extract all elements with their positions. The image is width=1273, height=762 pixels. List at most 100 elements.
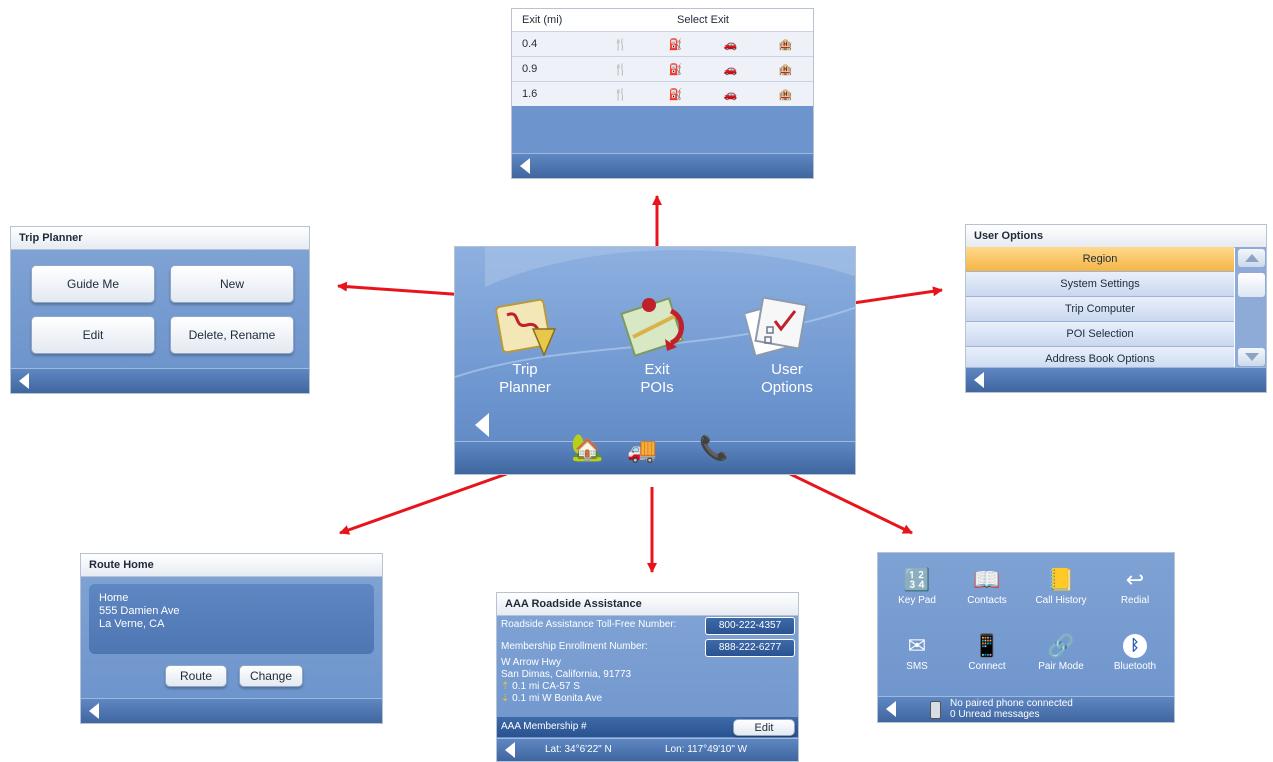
new-trip-button[interactable]: New [170,265,294,303]
food-icon[interactable]: 🍴 [613,63,628,76]
scrollbar[interactable] [1235,247,1266,369]
direction-text: 0.1 mi W Bonita Ave [512,693,603,704]
contacts-item[interactable]: 📖 Contacts [954,565,1020,606]
exit-distance: 0.9 [512,56,593,82]
item-label: Redial [1120,595,1150,606]
gas-icon[interactable]: ⛽ [668,63,683,76]
delete-rename-button[interactable]: Delete, Rename [170,316,294,354]
lodging-icon[interactable]: 🏨 [778,63,793,76]
trip-planner-label[interactable]: Trip Planner [477,361,573,397]
user-options-icon[interactable] [742,296,809,362]
phone-status: No paired phone connected 0 Unread messa… [950,698,1073,720]
label-line: POIs [640,379,674,396]
home-icon[interactable]: 🏡 [571,432,604,462]
user-options-label[interactable]: User Options [739,361,835,397]
status-line: 0 Unread messages [950,709,1040,720]
item-label: Call History [1035,595,1087,606]
keypad-icon: 🔢 [903,567,931,592]
pair-mode-item[interactable]: 🔗 Pair Mode [1028,631,1094,672]
back-arrow-icon[interactable] [520,158,530,174]
food-icon[interactable]: 🍴 [613,88,628,101]
address-city: La Verne, CA [99,618,165,630]
table-row[interactable]: 0.9 🍴 ⛽ 🚗 🏨 [512,56,813,82]
scroll-thumb[interactable] [1238,273,1265,297]
change-button[interactable]: Change [239,665,303,687]
table-row[interactable]: 0.4 🍴 ⛽ 🚗 🏨 [512,31,813,57]
car-icon[interactable]: 🚗 [723,63,738,76]
back-arrow-icon[interactable] [19,373,29,389]
phone-status-icon [930,701,941,719]
option-trip-computer[interactable]: Trip Computer [966,297,1234,322]
exit-pois-panel: Exit (mi) Select Exit 0.4 🍴 ⛽ 🚗 🏨 0.9 🍴 … [511,8,814,179]
connect-icon: 📱 [973,633,1001,658]
exit-pois-label[interactable]: Exit POIs [609,361,705,397]
main-bottom-bar: 🏡 🚚 📞 [455,432,855,474]
lodging-icon[interactable]: 🏨 [778,38,793,51]
trip-planner-icon[interactable] [493,295,559,364]
tow-truck-icon[interactable]: 🚚 [627,437,657,464]
sms-envelope-icon: ✉ [907,633,927,658]
tollfree-number-button[interactable]: 800-222-4357 [705,617,795,635]
exit-bottom-bar [512,153,813,178]
aaa-roadside-panel: AAA Roadside Assistance Roadside Assista… [496,592,799,762]
option-poi-selection[interactable]: POI Selection [966,322,1234,347]
membership-field-row: AAA Membership # Edit [497,717,798,737]
status-line: No paired phone connected [950,698,1073,709]
lodging-icon[interactable]: 🏨 [778,88,793,101]
car-icon[interactable]: 🚗 [723,88,738,101]
back-arrow-icon[interactable] [475,413,489,437]
home-address-box: Home 555 Damien Ave La Verne, CA [89,584,374,654]
option-system-settings[interactable]: System Settings [966,272,1234,297]
edit-trip-button[interactable]: Edit [31,316,155,354]
phone-bottom-bar: No paired phone connected 0 Unread messa… [878,696,1174,722]
bluetooth-item[interactable]: ᛒ Bluetooth [1102,631,1168,672]
keypad-item[interactable]: 🔢 Key Pad [884,565,950,606]
trip-body: Guide Me New Edit Delete, Rename [11,250,309,371]
address-street: 555 Damien Ave [99,605,180,617]
back-arrow-icon[interactable] [505,742,515,758]
membership-number-button[interactable]: 888-222-6277 [705,639,795,657]
option-region[interactable]: Region [966,247,1234,272]
connect-item[interactable]: 📱 Connect [954,631,1020,672]
gas-icon[interactable]: ⛽ [668,88,683,101]
exit-pois-icon[interactable] [619,291,691,364]
item-label: Contacts [967,595,1007,606]
tollfree-label: Roadside Assistance Toll-Free Number: [501,619,677,630]
panel-title: Route Home [81,554,382,577]
longitude-readout: Lon: 117°49'10" W [665,744,748,755]
scroll-up-icon[interactable] [1238,249,1265,267]
edit-button[interactable]: Edit [733,719,795,736]
table-row[interactable]: 1.6 🍴 ⛽ 🚗 🏨 [512,81,813,106]
phone-icon[interactable]: 📞 [699,435,729,462]
direction-1: ⇡ 0.1 mi CA-57 S [501,681,580,692]
latitude-readout: Lat: 34°6'22" N [545,744,612,755]
address-name: Home [99,592,129,604]
car-icon[interactable]: 🚗 [723,38,738,51]
membership-label: Membership Enrollment Number: [501,641,648,652]
bluetooth-icon: ᛒ [1102,631,1168,661]
panel-title: User Options [966,225,1266,248]
scroll-down-icon[interactable] [1238,348,1265,366]
aaa-bottom-bar: Lat: 34°6'22" N Lon: 117°49'10" W [497,738,798,761]
item-label: Connect [968,661,1006,672]
back-arrow-icon[interactable] [89,703,99,719]
back-arrow-icon[interactable] [974,372,984,388]
guide-me-button[interactable]: Guide Me [31,265,155,303]
user-bottom-bar [966,367,1266,392]
location-street: W Arrow Hwy [501,657,561,668]
food-icon[interactable]: 🍴 [613,38,628,51]
sms-item[interactable]: ✉ SMS [884,631,950,672]
route-button[interactable]: Route [165,665,227,687]
main-menu-panel: Trip Planner Exit POIs User Options 🏡 [454,246,856,475]
gas-icon[interactable]: ⛽ [668,38,683,51]
redial-item[interactable]: ↩ Redial [1102,565,1168,606]
location-city: San Dimas, California, 91773 [501,669,632,680]
phone-panel: 🔢 Key Pad 📖 Contacts 📒 Call History ↩ Re… [877,552,1175,723]
back-arrow-icon[interactable] [886,701,896,717]
label-line: Options [761,379,813,396]
redial-icon: ↩ [1125,567,1145,592]
item-label: Bluetooth [1113,661,1157,672]
call-history-item[interactable]: 📒 Call History [1028,565,1094,606]
call-history-icon: 📒 [1047,567,1075,592]
trip-bottom-bar [11,368,309,393]
